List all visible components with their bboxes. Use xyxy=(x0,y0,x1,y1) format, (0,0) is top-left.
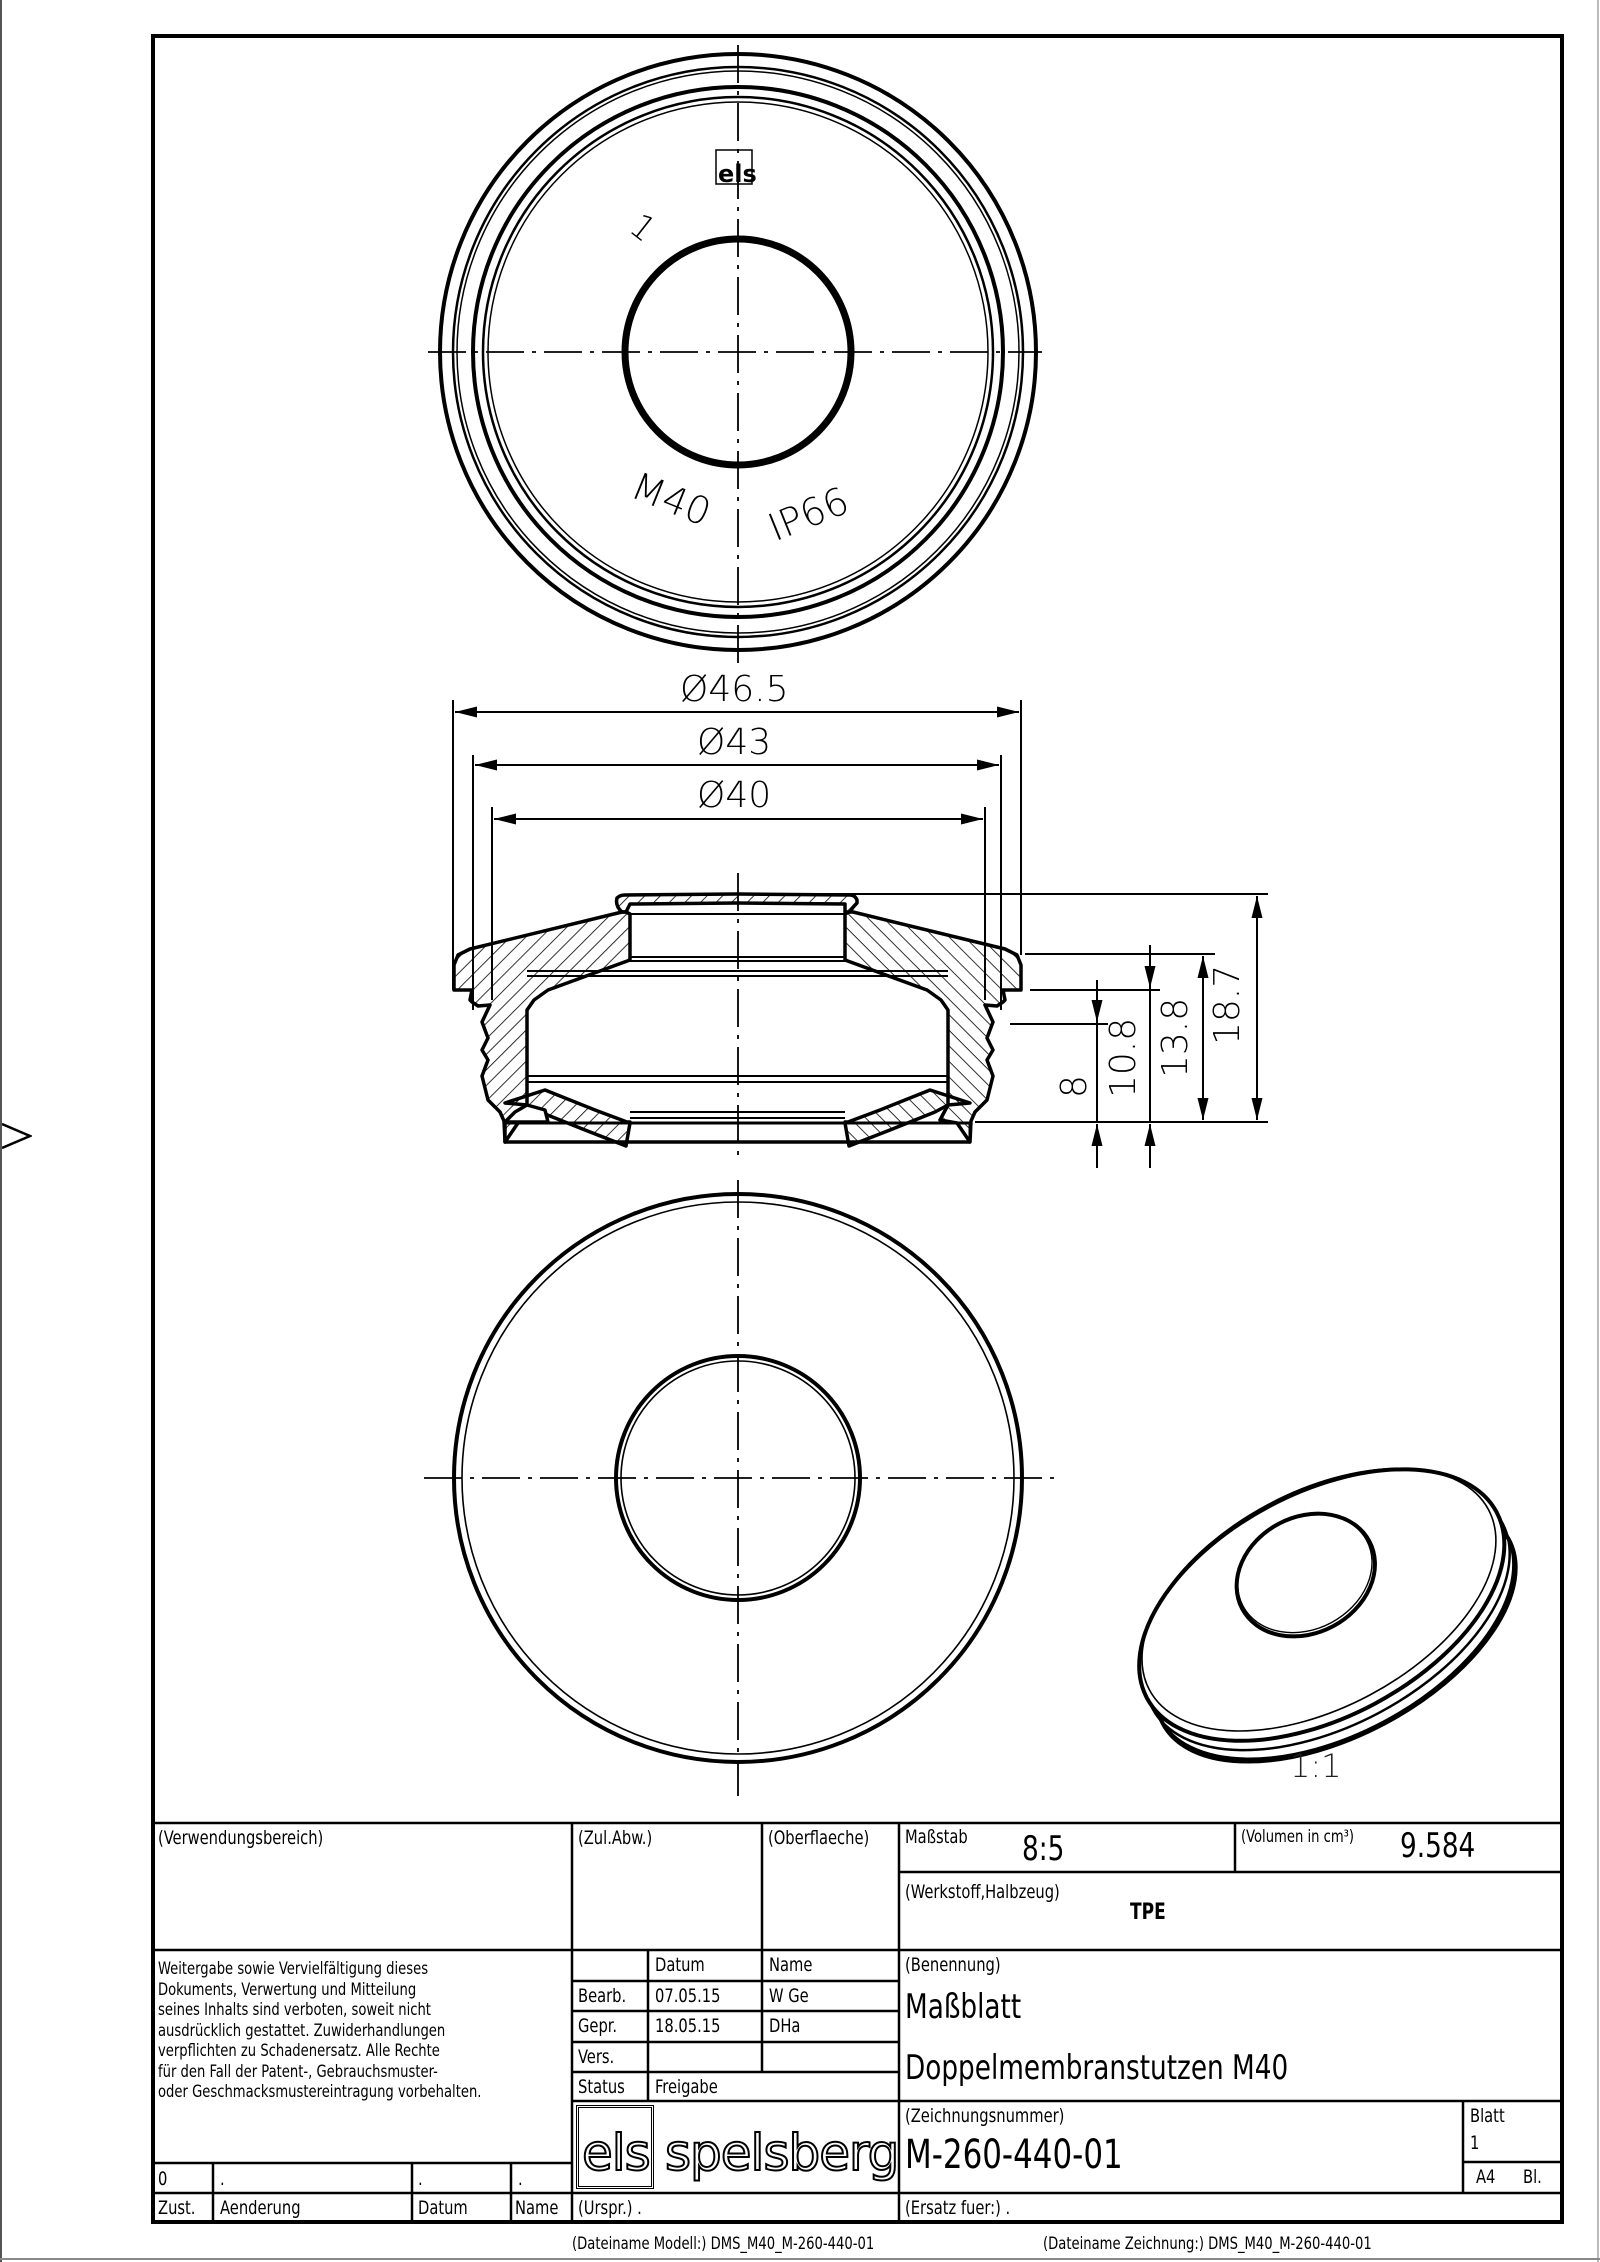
approval-name: W Ge xyxy=(769,1985,809,2007)
copyright-notice: Weitergabe sowie Vervielfältigung dieses… xyxy=(158,1959,482,2102)
designation-label: (Benennung) xyxy=(905,1954,1001,1976)
dim-diameter-43: Ø43 xyxy=(697,722,772,763)
volume-label: (Volumen in cm³) xyxy=(1241,1827,1355,1847)
designation-line1: Maßblatt xyxy=(905,1987,1022,2027)
els-logo-icon: els xyxy=(581,2124,652,2182)
material-label: (Werkstoff,Halbzeug) xyxy=(905,1881,1060,1903)
revision-state: 0 xyxy=(158,2168,168,2190)
volume-value: 9.584 xyxy=(1400,1826,1476,1866)
revision-date: . xyxy=(418,2168,423,2190)
sheet-format-suffix: Bl. xyxy=(1523,2166,1542,2188)
scale-value: 8:5 xyxy=(1022,1829,1065,1869)
spelsberg-logo-icon: spelsberg xyxy=(664,2124,900,2182)
isometric-view xyxy=(1137,1467,1518,1764)
revision-name: . xyxy=(518,2168,523,2190)
drawing-number-label: (Zeichnungsnummer) xyxy=(905,2105,1065,2127)
approval-name-header: Name xyxy=(769,1954,813,1976)
approval-date: 18.05.15 xyxy=(655,2015,721,2037)
drawing-number: M-260-440-01 xyxy=(905,2132,1123,2178)
tolerance-label: (Zul.Abw.) xyxy=(578,1827,653,1849)
page-edge-right xyxy=(1597,0,1599,2262)
top-view xyxy=(428,45,1042,665)
model-filename: (Dateiname Modell:) DMS_M40_M-260-440-01 xyxy=(572,2234,875,2254)
page-edge-left xyxy=(0,0,2,2262)
sheet-format: A4 xyxy=(1476,2166,1496,2188)
drawing-frame xyxy=(151,34,1564,2224)
drawing-filename: (Dateiname Zeichnung:) DMS_M40_M-260-440… xyxy=(1043,2234,1372,2254)
sheet-label: Blatt xyxy=(1470,2105,1505,2127)
page-edge-bottom xyxy=(0,2258,1600,2260)
els-logo-box xyxy=(576,2105,654,2189)
iso-scale-label: 1:1 xyxy=(1290,1747,1342,1785)
approval-date: 07.05.15 xyxy=(655,1985,721,2007)
material-value: TPE xyxy=(1130,1900,1166,1925)
approval-date-header: Datum xyxy=(655,1954,705,1976)
revision-state-header: Zust. xyxy=(158,2197,196,2219)
approval-role: Vers. xyxy=(578,2046,615,2068)
revision-name-header: Name xyxy=(515,2197,559,2219)
dim-diameter-40: Ø40 xyxy=(697,775,772,816)
top-view-logo: els xyxy=(718,160,757,188)
usage-area-label: (Verwendungsbereich) xyxy=(158,1827,324,1849)
revision-change-header: Aenderung xyxy=(220,2197,301,2219)
status-value: Freigabe xyxy=(655,2076,718,2098)
surface-label: (Oberflaeche) xyxy=(768,1827,870,1849)
designation-line2: Doppelmembranstutzen M40 xyxy=(905,2048,1289,2088)
approval-role: Bearb. xyxy=(578,1985,627,2007)
approval-role: Gepr. xyxy=(578,2015,617,2037)
scale-label: Maßstab xyxy=(905,1826,968,1848)
approval-name: DHa xyxy=(769,2015,801,2037)
revision-change: . xyxy=(220,2168,225,2190)
status-label: Status xyxy=(578,2076,625,2098)
section-view xyxy=(452,700,1268,1168)
fold-mark-icon xyxy=(2,1122,32,1150)
revision-date-header: Datum xyxy=(418,2197,468,2219)
origin-label: (Urspr.) . xyxy=(578,2197,642,2219)
sheet-number: 1 xyxy=(1470,2132,1480,2154)
replacement-label: (Ersatz fuer:) . xyxy=(905,2197,1011,2219)
dim-diameter-46-5: Ø46.5 xyxy=(680,669,789,710)
bottom-view xyxy=(424,1180,1055,1796)
